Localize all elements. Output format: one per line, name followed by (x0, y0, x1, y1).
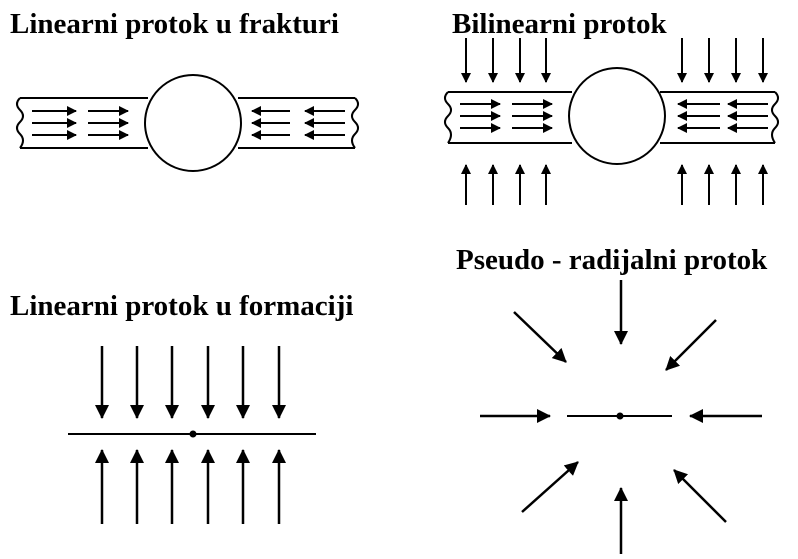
bilinear-flow-panel (444, 38, 779, 205)
radial-arrow-down-right (513, 311, 567, 363)
radial-arrow-up-right (521, 461, 579, 513)
pseudo-radial-flow-title: Pseudo - radijalni protok (456, 244, 768, 276)
wellbore-circle (144, 74, 242, 172)
pseudo-radial-flow-panel (480, 280, 762, 554)
bilinear-left-break (444, 91, 452, 144)
radial-arrow-up-left (673, 469, 727, 523)
formation-well-dot (189, 430, 197, 438)
bilinear-right-break (771, 91, 779, 144)
formation-linear-flow-title: Linearni protok u formaciji (10, 290, 354, 322)
formation-linear-flow-panel (68, 346, 316, 524)
fracture-right-break (351, 97, 359, 149)
bilinear-flow-title: Bilinearni protok (452, 8, 667, 40)
formation-flow-arrows (95, 346, 286, 524)
fracture-linear-flow-panel (16, 74, 359, 172)
bilinear-flow-arrows (460, 38, 768, 205)
radial-well-dot (616, 412, 624, 420)
fracture-left-break (16, 97, 24, 149)
fracture-linear-flow-title: Linearni protok u frakturi (10, 8, 339, 40)
radial-flow-arrows (480, 280, 762, 554)
bilinear-wellbore-circle (568, 67, 666, 165)
radial-arrow-down-left (665, 319, 717, 371)
fracture-flow-arrows (32, 106, 345, 140)
